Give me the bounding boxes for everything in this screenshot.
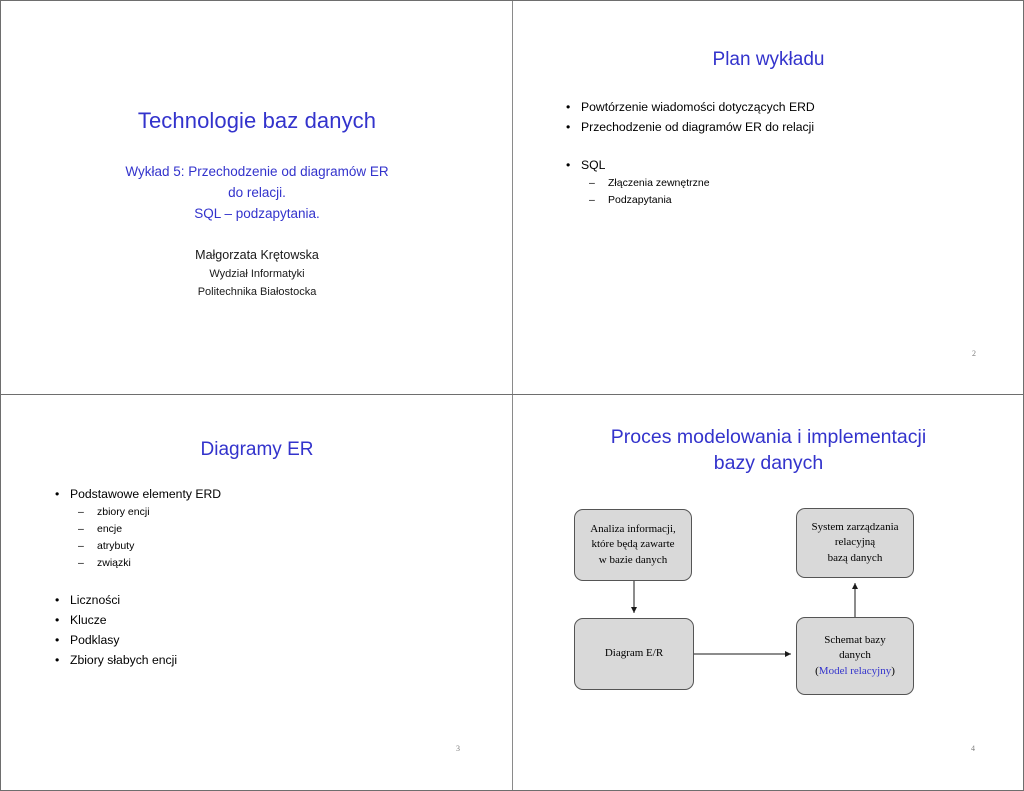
author-name: Małgorzata Krętowska (195, 248, 319, 262)
bullet-marker: • (55, 653, 60, 667)
line-2: relacyjną (834, 536, 876, 549)
column-divider (512, 1, 513, 790)
paren-open: ( (815, 664, 819, 677)
bullet-marker: • (55, 613, 60, 627)
bullet-text: Podstawowe elementy ERD (70, 487, 222, 501)
bullet-text: Złączenia zewnętrzne (608, 177, 710, 189)
author-school: Politechnika Białostocka (197, 286, 317, 298)
slide-1-subtitle-line-2: do relacji. (228, 185, 286, 200)
slide-4-title-line-2: bazy danych (713, 452, 824, 474)
bullet-item: – związki (53, 555, 492, 572)
line-1: Schemat bazy (824, 633, 886, 646)
slide-2-bullet-list: • Powtórzenie wiadomości dotyczących ERD… (564, 97, 1004, 209)
bullet-item: – Złączenia zewnętrzne (564, 175, 1004, 192)
slide-2-title: Plan wykładu (712, 49, 825, 70)
slide-4-title-line-1: Proces modelowania i implementacji (610, 426, 927, 448)
flow-node-analiza-label: Analiza informacji, które będą zawarte w… (590, 522, 676, 569)
bullet-text: Powtórzenie wiadomości dotyczących ERD (581, 100, 815, 114)
bullet-marker: • (55, 487, 60, 501)
bullet-text: Przechodzenie od diagramów ER do relacji (581, 120, 815, 134)
bullet-item: – atrybuty (53, 538, 492, 555)
bullet-item: • Liczności (53, 590, 492, 610)
slide-thumbnail-3[interactable]: Diagramy ER • Podstawowe elementy ERD – … (2, 395, 512, 790)
process-flow-diagram: Analiza informacji, które będą zawarte w… (513, 395, 1023, 790)
row-divider (1, 394, 1023, 395)
bullet-item: • Podstawowe elementy ERD (53, 484, 492, 504)
bullet-spacer (564, 137, 1004, 155)
slide-3-title: Diagramy ER (200, 439, 314, 460)
flow-node-diagram-er-label: Diagram E/R (604, 647, 664, 660)
flow-node-schemat[interactable]: Schemat bazy danych (Model relacyjny) (796, 617, 914, 695)
bullet-text: encje (97, 523, 123, 535)
bullet-text: atrybuty (97, 540, 135, 552)
bullet-spacer (53, 572, 492, 590)
bullet-item: – Podzapytania (564, 192, 1004, 209)
bullet-item: • SQL (564, 155, 1004, 175)
line-1: System zarządzania (811, 520, 899, 533)
bullet-text: Zbiory słabych encji (70, 653, 178, 667)
bullet-marker: • (566, 100, 571, 114)
bullet-item: – encje (53, 521, 492, 538)
line-3: bazą danych (827, 551, 883, 564)
bullet-marker: • (566, 120, 571, 134)
slide-thumbnail-2[interactable]: Plan wykładu • Powtórzenie wiadomości do… (513, 2, 1023, 394)
bullet-marker: – (78, 540, 84, 552)
bullet-text: zbiory encji (97, 506, 150, 518)
flow-node-diagram-er[interactable]: Diagram E/R (574, 618, 694, 690)
slide-4-title: Proces modelowania i implementacji bazy … (537, 424, 1000, 476)
paren-close: ) (891, 664, 895, 677)
slide-1-subtitle-line-1: Wykład 5: Przechodzenie od diagramów ER (125, 164, 389, 179)
slide-1-title: Technologie baz danych (137, 108, 377, 133)
bullet-marker: • (566, 158, 571, 172)
bullet-marker: • (55, 633, 60, 647)
flow-node-schemat-label: Schemat bazy danych (Model relacyjny) (815, 633, 895, 680)
bullet-text: związki (97, 557, 131, 569)
author-department: Wydział Informatyki (209, 268, 305, 280)
bullet-marker: – (589, 177, 595, 189)
line-1: Analiza informacji, (590, 522, 676, 535)
line-3: w bazie danych (598, 553, 668, 566)
bullet-text: SQL (581, 158, 606, 172)
slide-thumbnail-1[interactable]: Technologie baz danych Wykład 5: Przecho… (2, 2, 512, 394)
bullet-item: – zbiory encji (53, 504, 492, 521)
bullet-marker: – (78, 523, 84, 535)
bullet-text: Liczności (70, 593, 121, 607)
flow-node-system[interactable]: System zarządzania relacyjną bazą danych (796, 508, 914, 578)
bullet-marker: – (78, 506, 84, 518)
line-2: danych (839, 649, 871, 662)
flow-connectors (631, 581, 858, 657)
flow-node-analiza[interactable]: Analiza informacji, które będą zawarte w… (574, 509, 692, 581)
bullet-item: • Klucze (53, 610, 492, 630)
slide-page-number: 3 (456, 744, 460, 753)
bullet-item: • Zbiory słabych encji (53, 650, 492, 670)
slide-page-number: 4 (971, 744, 975, 753)
slide-3-bullet-list: • Podstawowe elementy ERD – zbiory encji… (53, 484, 492, 670)
bullet-text: Podklasy (70, 633, 120, 647)
bullet-item: • Powtórzenie wiadomości dotyczących ERD (564, 97, 1004, 117)
bullet-marker: – (589, 194, 595, 206)
line-2: które będą zawarte (591, 538, 675, 551)
bullet-text: Klucze (70, 613, 107, 627)
slide-1-subtitle: Wykład 5: Przechodzenie od diagramów ER … (62, 161, 452, 224)
bullet-text: Podzapytania (608, 194, 672, 206)
bullet-marker: – (78, 557, 84, 569)
flow-node-schemat-accent: Model relacyjny (818, 664, 892, 677)
bullet-item: • Podklasy (53, 630, 492, 650)
bullet-item: • Przechodzenie od diagramów ER do relac… (564, 117, 1004, 137)
slide-thumbnail-4[interactable]: Proces modelowania i implementacji bazy … (513, 395, 1023, 790)
slide-page-number: 2 (972, 349, 976, 358)
slide-1-author-block: Małgorzata Krętowska Wydział Informatyki… (62, 246, 452, 301)
slide-1-subtitle-line-3: SQL – podzapytania. (194, 206, 320, 221)
flow-node-system-label: System zarządzania relacyjną bazą danych (811, 520, 898, 567)
bullet-marker: • (55, 593, 60, 607)
